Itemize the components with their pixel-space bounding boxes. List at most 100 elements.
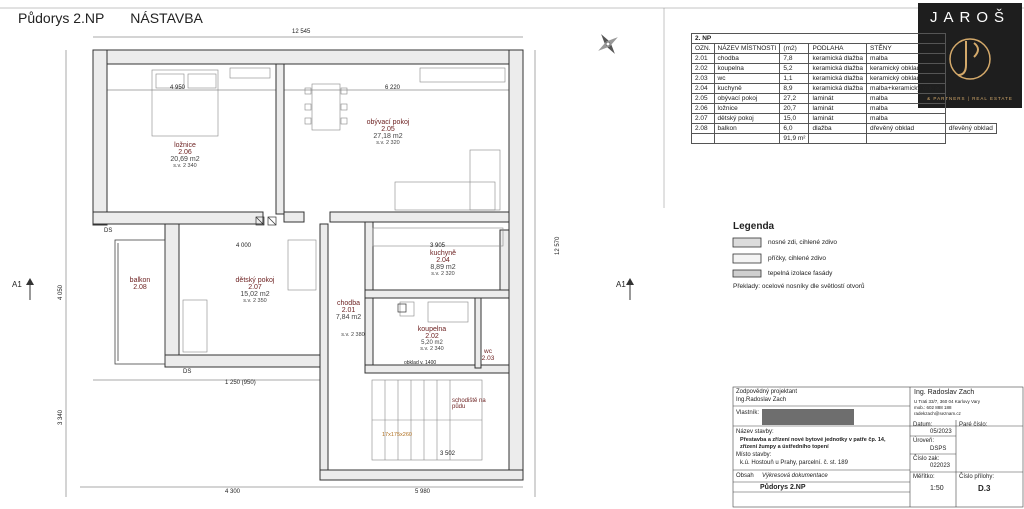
- table-cell: dřevěný obklad: [944, 123, 997, 134]
- tb-designer-mail: radekzach@seznam.cz: [914, 411, 961, 416]
- tb-place-label: Místo stavby:: [736, 452, 772, 458]
- table-header: PODLAHA: [808, 43, 868, 54]
- table-total: 91,9 m²: [779, 133, 810, 144]
- table-cell: 20,7: [779, 103, 810, 114]
- room-label-wc: wc 2.03: [478, 348, 498, 362]
- table-cell: keramická dlažba: [808, 73, 868, 84]
- section-marker-left: [26, 278, 34, 300]
- table-header: (m2): [779, 43, 810, 54]
- table-cell: 2.01: [691, 53, 715, 64]
- section-label-right: A1: [616, 280, 626, 289]
- tb-attach-label: Číslo přílohy:: [959, 474, 995, 480]
- table-header: STĚNY: [866, 43, 946, 54]
- table-cell: 27,2: [779, 93, 810, 104]
- table-cell: chodba: [713, 53, 781, 64]
- stair-spec: 17x175x260: [382, 432, 412, 438]
- drawing-title-main: Půdorys 2.NP: [18, 10, 105, 26]
- table-cell: kuchyně: [713, 83, 781, 94]
- tb-content-label: Obsah: [736, 473, 754, 479]
- tb-level-label: Úroveň:: [913, 438, 935, 444]
- table-cell: laminát: [808, 103, 868, 114]
- tb-attach-value: D.3: [978, 484, 991, 493]
- tb-project-name: Ing.Radoslav Zach: [736, 397, 787, 403]
- table-cell: obývací pokoj: [713, 93, 781, 104]
- balcony-outline: [114, 239, 166, 365]
- dim-3905: 3 905: [430, 243, 446, 249]
- dim-bottom-left: 4 300: [225, 489, 241, 495]
- room-code: 2.06: [178, 149, 192, 156]
- table-cell: malba: [866, 93, 946, 104]
- table-cell: 15,0: [779, 113, 810, 124]
- dim-left-bottom: 3 340: [58, 409, 64, 425]
- table-cell: koupelna: [713, 63, 781, 74]
- tb-designer-addr: U Trati 33/7, 360 04 Karlovy Vary: [914, 399, 980, 404]
- tb-designer-phone: mob.: 602 888 188: [914, 405, 952, 410]
- room-name: obývací pokoj: [366, 119, 410, 126]
- tb-designer: Ing. Radoslav Zach: [914, 389, 975, 396]
- table-cell: 2.08: [691, 123, 715, 134]
- room-code: 2.08: [133, 284, 147, 291]
- table-cell: malba: [866, 103, 946, 114]
- room-code: 2.02: [425, 333, 439, 340]
- tb-date-label: Datum:: [913, 422, 933, 428]
- room-name: wc: [484, 348, 492, 355]
- dim-3502: 3 502: [440, 451, 456, 457]
- room-label-balcony: balkon 2.08: [120, 277, 160, 291]
- tb-scale-label: Měřítko:: [913, 474, 935, 480]
- tb-scale-value: 1:50: [930, 485, 944, 492]
- room-area: 27,18 m2: [373, 133, 403, 140]
- tb-building-name-1: Přestavba a zřízení nové bytové jednotky…: [740, 437, 886, 443]
- room-area: 5,20 m2: [421, 340, 443, 346]
- room-sv: s.v. 2 320: [431, 271, 455, 277]
- table-header-row: OZN. NÁZEV MÍSTNOSTI (m2) PODLAHA STĚNY: [691, 43, 997, 54]
- legend-swatch-load-bearing: [732, 237, 762, 248]
- dim-right-total: 12 570: [555, 236, 561, 255]
- table-cell: 6,0: [779, 123, 810, 134]
- table-cell: dětský pokoj: [713, 113, 781, 124]
- room-sv: s.v. 2 340: [173, 163, 197, 169]
- tb-date-value: 05/2023: [930, 429, 952, 435]
- table-cell: malba+keramický obklad: [866, 83, 946, 94]
- title-block-frame: [732, 386, 1024, 508]
- tb-building-label: Název stavby:: [736, 429, 774, 435]
- tb-order-value: 022023: [930, 463, 951, 469]
- dim-top-left: 4 950: [170, 85, 186, 91]
- vent-boxes: [255, 216, 407, 313]
- room-sv-corridor: s.v. 2 380: [341, 332, 365, 338]
- table-cell: keramická dlažba: [808, 53, 868, 64]
- table-cell: keramická dlažba: [808, 63, 868, 74]
- tb-level-value: DSPS: [930, 446, 947, 452]
- room-code: 2.04: [436, 257, 450, 264]
- tb-place-value: k.ú. Hostouň u Prahy, parcelní. č. st. 1…: [740, 460, 848, 466]
- tb-content-value: Výkresová dokumentace: [762, 473, 828, 479]
- table-cell: laminát: [808, 113, 868, 124]
- dim-top-total: 12 545: [292, 29, 311, 35]
- room-area: 20,69 m2: [170, 156, 200, 163]
- table-cell: 7,8: [779, 53, 810, 64]
- table-cell: keramický obklad: [866, 63, 946, 74]
- legend-swatch-insulation: [732, 269, 762, 278]
- outer-walls: [92, 49, 524, 481]
- stair-label: schodiště na půdu: [452, 398, 486, 410]
- table-caption: 2. NP: [691, 33, 946, 44]
- ds-marker-top: DS: [104, 228, 113, 234]
- table-cell: 1,1: [779, 73, 810, 84]
- logo-monogram-icon: [949, 38, 991, 80]
- room-name: kuchyně: [429, 250, 457, 257]
- room-label-children: dětský pokoj 2.07 15,02 m2 s.v. 2 350: [220, 277, 290, 304]
- room-area: 15,02 m2: [240, 291, 270, 298]
- room-code: 2.05: [381, 126, 395, 133]
- table-total-row: 91,9 m²: [691, 133, 997, 144]
- room-sv: s.v. 2 340: [420, 346, 444, 352]
- tb-project-label: Zodpovědný projektant: [736, 389, 798, 395]
- room-code: 2.01: [341, 307, 356, 314]
- room-code: 2.07: [248, 284, 262, 291]
- drawing-title: Půdorys 2.NP NÁSTAVBA: [18, 10, 225, 26]
- room-label-bedroom: ložnice 2.06 20,69 m2 s.v. 2 340: [160, 142, 210, 169]
- dim-1250: 1 250 (950): [225, 380, 256, 386]
- dim-top-right: 6 220: [385, 85, 401, 91]
